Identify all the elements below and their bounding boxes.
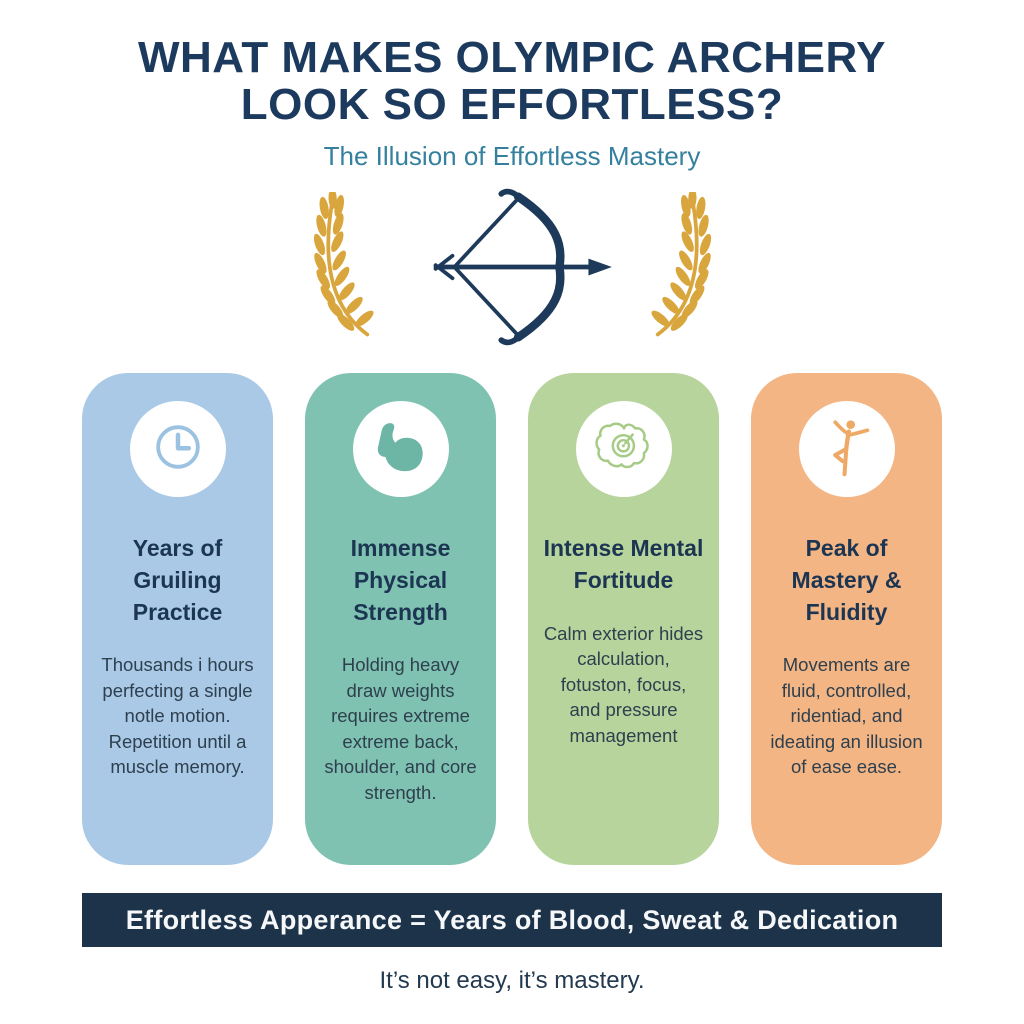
clock-icon [146, 415, 210, 484]
page-title: WHAT MAKES OLYMPIC ARCHERY LOOK SO EFFOR… [82, 34, 942, 128]
bicep-icon [370, 416, 432, 483]
card-practice: Years of Gruiling Practice Thousands i h… [82, 373, 273, 866]
card-strength-title: Immense Physical Strength [350, 535, 451, 625]
bow-and-arrow-icon [400, 186, 625, 348]
card-strength-body: Holding heavy draw weights requires extr… [324, 654, 477, 803]
card-mental-body: Calm exterior hides calculation, fotusto… [543, 622, 704, 746]
card-mastery-title: Peak of Mastery & Fluidity [791, 535, 902, 625]
card-mental-icon-circle [575, 401, 672, 498]
brain-target-icon [593, 416, 655, 483]
dancer-icon [816, 416, 878, 483]
card-strength: Immense Physical Strength Holding heavy … [305, 373, 496, 866]
card-practice-body: Thousands i hours perfecting a single no… [101, 654, 254, 778]
card-strength-icon-circle [352, 401, 449, 498]
page-title-line1: WHAT MAKES OLYMPIC ARCHERY [138, 33, 886, 82]
footer-tagline: It’s not easy, it’s mastery. [379, 967, 645, 995]
page-subtitle: The Illusion of Effortless Mastery [323, 141, 701, 172]
card-mental-title: Intense Mental Fortitude [543, 535, 704, 593]
card-mastery-body: Movements are fluid, controlled, ridenti… [770, 654, 923, 778]
pillar-cards: Years of Gruiling Practice Thousands i h… [82, 373, 942, 866]
laurel-wreath-right-icon [639, 191, 727, 342]
card-mastery-icon-circle [798, 401, 895, 498]
card-practice-title: Years of Gruiling Practice [132, 535, 223, 625]
card-mental: Intense Mental Fortitude Calm exterior h… [528, 373, 719, 866]
page-title-line2: LOOK SO EFFORTLESS? [240, 80, 784, 130]
card-practice-icon-circle [129, 401, 226, 498]
laurel-wreath-left-icon [298, 191, 386, 342]
summary-banner: Effortless Apperance = Years of Blood, S… [82, 893, 942, 948]
header: WHAT MAKES OLYMPIC ARCHERY LOOK SO EFFOR… [82, 34, 942, 172]
card-mastery: Peak of Mastery & Fluidity Movements are… [751, 373, 942, 866]
hero-emblem [82, 184, 942, 349]
